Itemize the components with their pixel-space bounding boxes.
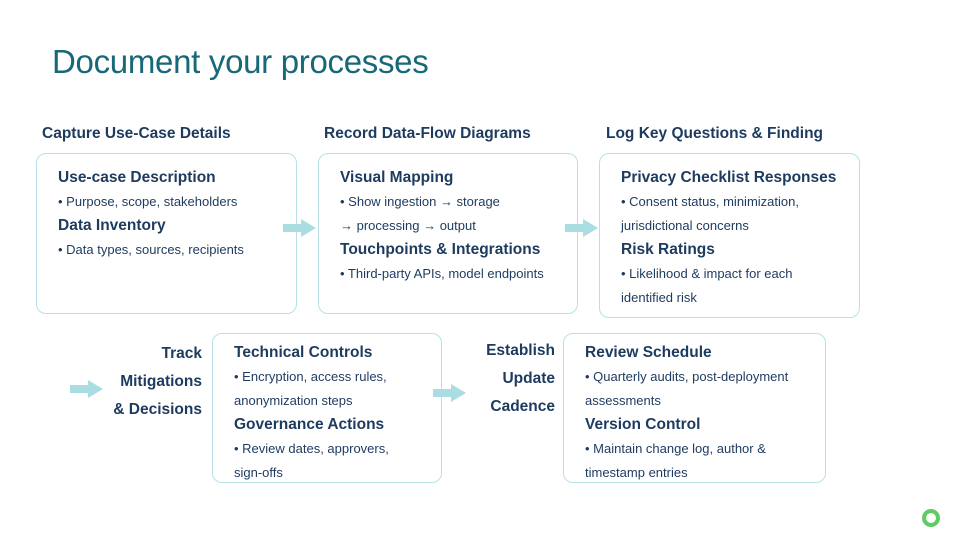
label-line: Track [161,345,202,362]
card-bullet: timestamp entries [585,465,688,480]
card-bullet: • Encryption, access rules, [234,369,387,384]
column-header-capture: Capture Use-Case Details [42,125,231,142]
flow-arrow-icon [70,380,103,398]
label-establish-cadence: Establish Update Cadence [486,337,555,421]
flow-arrow-icon [565,219,598,237]
card-bullet: anonymization steps [234,393,353,408]
column-header-record: Record Data-Flow Diagrams [324,125,531,142]
card-bullet: • Consent status, minimization, [621,194,799,209]
card-data-flow-diagrams: Visual Mapping • Show ingestion → storag… [318,153,578,314]
label-line: Establish [486,342,555,359]
card-heading: Governance Actions [234,416,385,433]
card-review-schedule: Review Schedule • Quarterly audits, post… [563,333,826,483]
page-title: Document your processes [52,43,429,80]
label-line: & Decisions [113,401,202,418]
card-heading: Data Inventory [58,217,166,234]
card-heading: Use-case Description [58,169,216,186]
card-bullet: • Quarterly audits, post-deployment [585,369,789,384]
card-bullet: • Maintain change log, author & [585,441,766,456]
card-bullet: → processing → output [340,218,476,233]
card-heading: Privacy Checklist Responses [621,169,837,186]
card-bullet: • Third-party APIs, model endpoints [340,266,544,281]
card-bullet: • Likelihood & impact for each [621,266,793,281]
card-bullet: • Show ingestion → storage [340,194,500,209]
card-heading: Visual Mapping [340,169,454,186]
card-bullet: identified risk [621,290,697,305]
card-bullet: sign-offs [234,465,283,480]
label-line: Update [502,370,555,387]
brand-ring-logo-icon [922,509,940,527]
card-use-case-details: Use-case Description • Purpose, scope, s… [36,153,297,314]
flow-arrow-icon [283,219,316,237]
card-bullet: • Purpose, scope, stakeholders [58,194,238,209]
card-heading: Version Control [585,416,701,433]
label-line: Cadence [490,398,555,415]
card-bullet: assessments [585,393,661,408]
card-questions-findings: Privacy Checklist Responses • Consent st… [599,153,860,318]
card-technical-controls: Technical Controls • Encryption, access … [212,333,442,483]
card-heading: Technical Controls [234,344,373,361]
card-bullet: • Review dates, approvers, [234,441,389,456]
label-line: Mitigations [120,373,202,390]
card-bullet: jurisdictional concerns [621,218,749,233]
card-heading: Risk Ratings [621,241,715,258]
card-heading: Review Schedule [585,344,712,361]
label-track-mitigations: Track Mitigations & Decisions [113,340,202,424]
flow-arrow-icon [433,384,466,402]
card-bullet: • Data types, sources, recipients [58,242,244,257]
column-header-log: Log Key Questions & Finding [606,125,823,142]
card-heading: Touchpoints & Integrations [340,241,541,258]
